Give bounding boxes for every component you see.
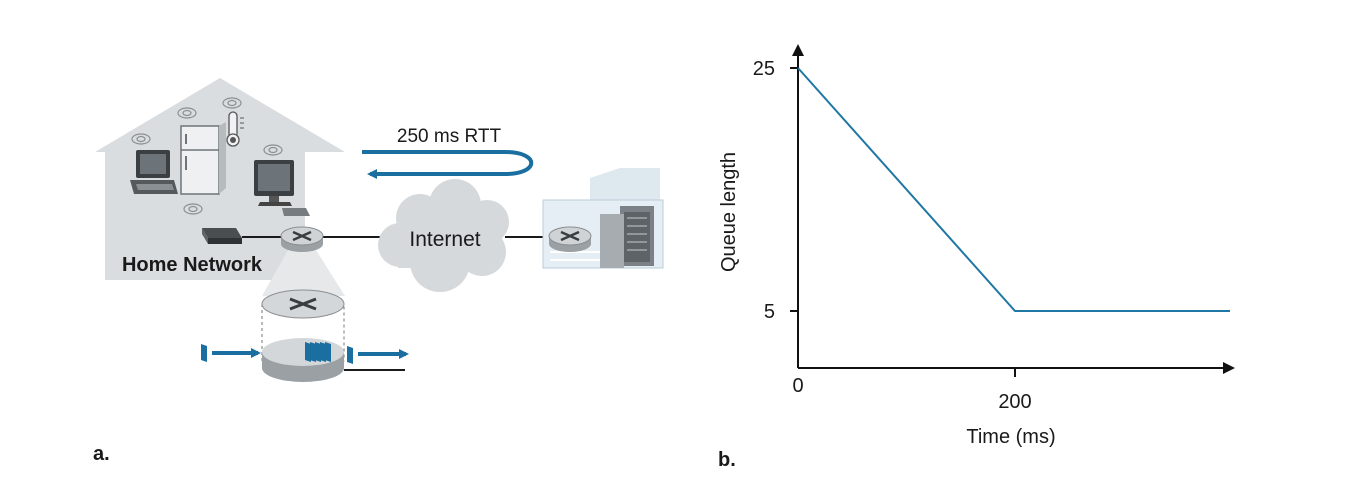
wifi-signal-icons (131, 97, 283, 215)
panel-a: Internet 250 ms RTT Home Networ (93, 78, 664, 465)
chart-series (797, 67, 1230, 312)
server-router-icon (548, 226, 592, 252)
panel-b-label: b. (718, 449, 736, 471)
home-modem-icon (202, 228, 242, 244)
internet-cloud-icon (378, 179, 509, 292)
panel-b: 25 5 0 200 Time (ms) Queue length b. (718, 44, 1235, 471)
router-zoom-beam (262, 250, 345, 296)
panel-a-label: a. (93, 443, 110, 465)
x-tick-label: 0 (792, 375, 803, 397)
y-axis-label: Queue length (718, 152, 740, 272)
data-center-icon (542, 168, 664, 269)
refrigerator-icon (180, 122, 226, 195)
home-network-label: Home Network (122, 254, 263, 276)
edge-router-icon (280, 226, 324, 252)
desktop-computer-icon (254, 160, 310, 216)
internet-label: Internet (409, 228, 480, 251)
y-tick-label: 25 (753, 58, 775, 80)
rtt-arrow (362, 150, 534, 179)
x-axis-label: Time (ms) (966, 426, 1055, 448)
queue-length-line (797, 67, 1230, 312)
queued-packets-icon (201, 342, 353, 364)
axis-ticks: 25 5 0 200 (753, 58, 1032, 413)
thermometer-icon (226, 111, 244, 147)
y-tick-label: 5 (764, 301, 775, 323)
x-tick-label: 200 (998, 391, 1031, 413)
rtt-label: 250 ms RTT (397, 126, 502, 147)
router-queue-cylinder (261, 289, 345, 382)
laptop-icon (130, 150, 178, 194)
